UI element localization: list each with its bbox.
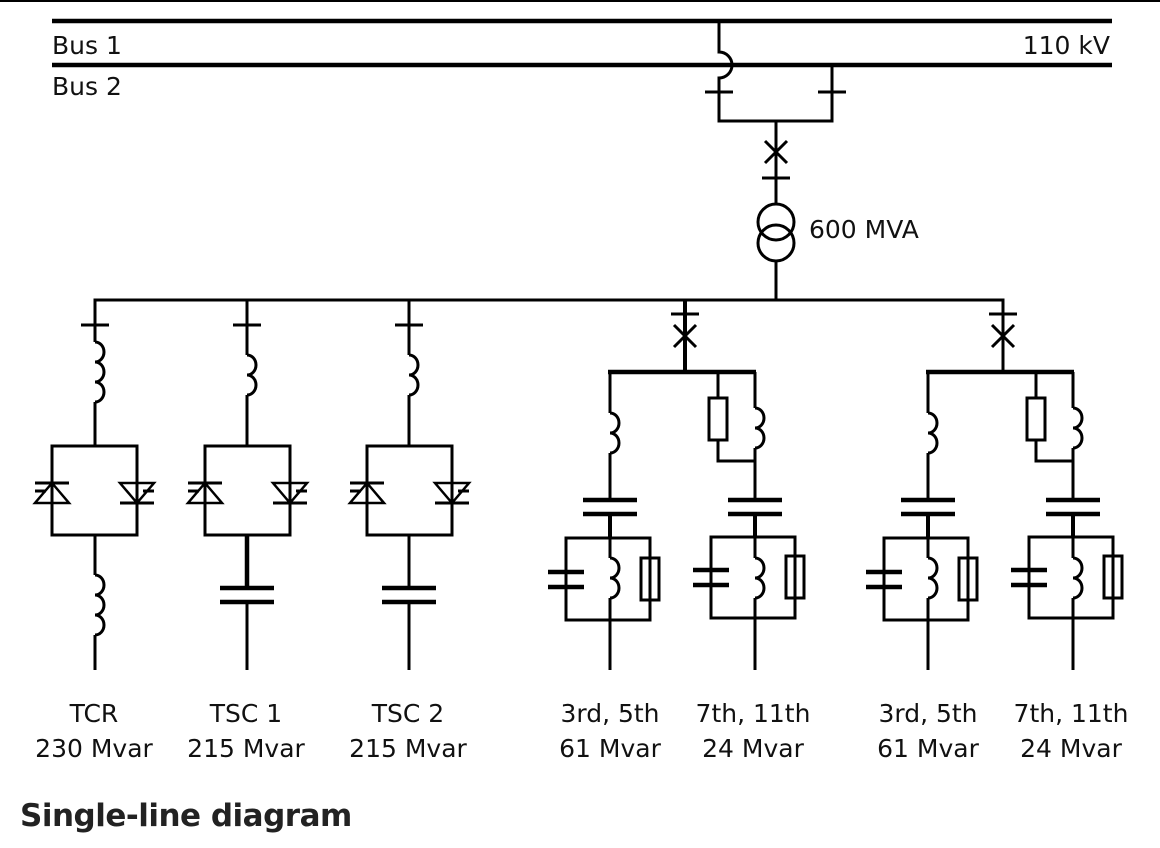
capacitor-icon xyxy=(901,500,955,514)
filter-3rd-5th xyxy=(548,372,661,670)
diagram-caption: Single-line diagram xyxy=(20,798,352,834)
thyristor-valve-frame xyxy=(50,444,139,537)
resistor-icon xyxy=(784,554,806,600)
reactor-icon xyxy=(93,573,106,637)
filter-7th-11th xyxy=(693,372,806,670)
filter-group-1 xyxy=(548,300,806,670)
capacitor-icon xyxy=(728,500,782,514)
reactor-icon xyxy=(926,411,939,455)
filter-group-2 xyxy=(866,300,1124,670)
bus-1-label: Bus 1 xyxy=(52,31,122,60)
top-border-line xyxy=(0,0,1160,2)
capacitor-icon xyxy=(583,500,637,514)
reactor-icon xyxy=(245,353,258,397)
resistor-icon xyxy=(1102,554,1124,600)
tsc-2-branch xyxy=(348,300,471,670)
resistor-icon xyxy=(639,556,661,602)
reactor-icon xyxy=(93,340,106,404)
thyristor-valve-frame xyxy=(365,444,454,537)
parallel-tank-frame xyxy=(709,535,797,620)
branch-labels: TCR 230 Mvar TSC 1 215 Mvar TSC 2 215 Mv… xyxy=(35,699,1128,763)
bus-1-drop xyxy=(717,21,734,121)
branch-rating: 215 Mvar xyxy=(187,734,305,763)
thyristor-valve-frame xyxy=(203,444,292,537)
branch-name: 7th, 11th xyxy=(1014,699,1129,728)
reactor-icon xyxy=(1071,556,1084,600)
transformer-rating: 600 MVA xyxy=(809,215,919,244)
capacitor-icon xyxy=(220,588,274,602)
branch-rating: 61 Mvar xyxy=(559,734,661,763)
filter-3rd-5th xyxy=(866,372,979,670)
branch-name: TCR xyxy=(69,699,119,728)
branch-name: TSC 2 xyxy=(371,699,444,728)
resistor-icon xyxy=(1025,396,1047,442)
branch-name: 7th, 11th xyxy=(696,699,811,728)
branch-rating: 24 Mvar xyxy=(702,734,804,763)
branch-name: 3rd, 5th xyxy=(878,699,977,728)
parallel-tank-frame xyxy=(1027,535,1115,620)
tcr-branch xyxy=(33,300,156,670)
reactor-icon xyxy=(753,556,766,600)
reactor-icon xyxy=(608,411,621,455)
branch-name: 3rd, 5th xyxy=(560,699,659,728)
reactor-icon xyxy=(926,556,939,600)
transformer-icon xyxy=(756,202,796,300)
branch-rating: 215 Mvar xyxy=(349,734,467,763)
resistor-icon xyxy=(957,556,979,602)
branch-rating: 61 Mvar xyxy=(877,734,979,763)
branch-name: TSC 1 xyxy=(209,699,282,728)
bus-2-label: Bus 2 xyxy=(52,72,122,101)
bus-selector xyxy=(703,21,848,205)
resistor-icon xyxy=(707,396,729,442)
voltage-label: 110 kV xyxy=(1023,31,1110,60)
branch-rating: 230 Mvar xyxy=(35,734,153,763)
capacitor-icon xyxy=(382,588,436,602)
reactor-icon xyxy=(407,353,420,397)
parallel-tank-frame xyxy=(564,536,652,622)
reactor-icon xyxy=(1071,406,1084,450)
tsc-1-branch xyxy=(186,300,309,670)
reactor-icon xyxy=(753,406,766,450)
branch-rating: 24 Mvar xyxy=(1020,734,1122,763)
parallel-tank-frame xyxy=(882,536,970,622)
reactor-icon xyxy=(608,556,621,600)
capacitor-icon xyxy=(1046,500,1100,514)
filter-7th-11th xyxy=(1011,372,1124,670)
